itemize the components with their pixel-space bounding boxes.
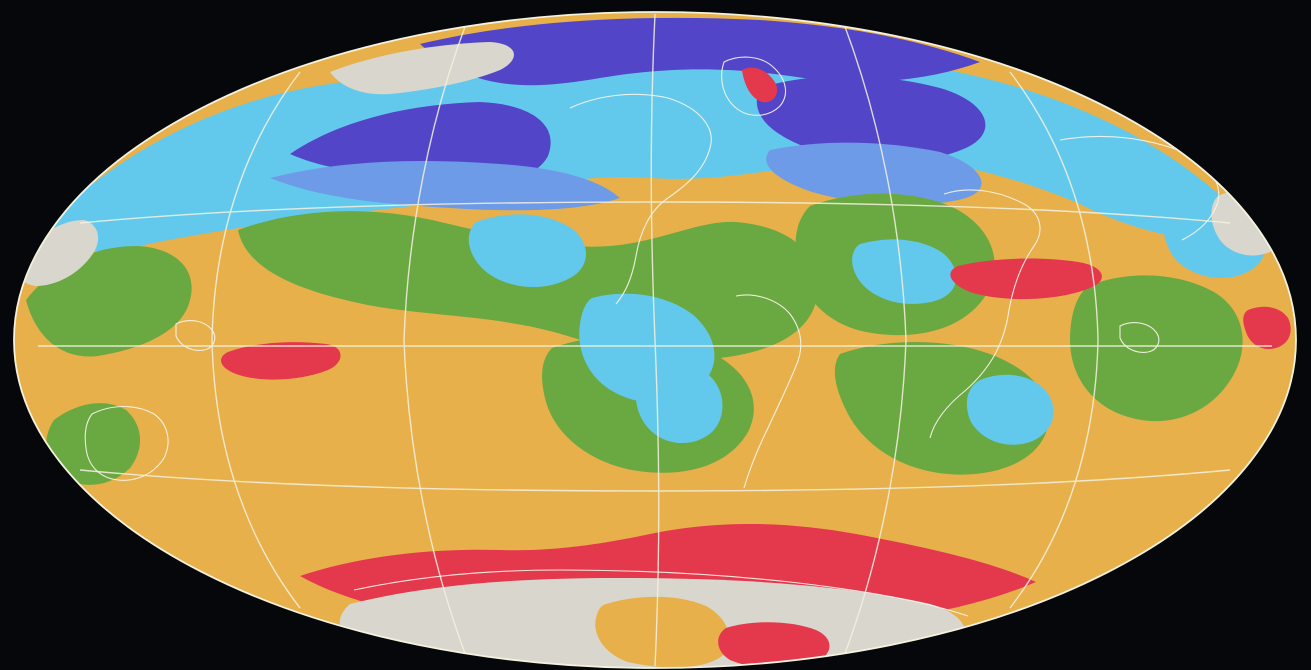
arctic-purple-cap: [420, 17, 980, 86]
coastline-australia: [84, 406, 169, 481]
light-gray-northwest-rim: [17, 220, 99, 286]
graticule-lines: [38, 13, 1272, 667]
coastline-south-america: [735, 294, 802, 489]
cyan-southeast-pocket: [966, 374, 1054, 445]
north-atlantic-purple: [290, 102, 551, 184]
north-light-blue-band-east: [766, 142, 982, 206]
arctic-light-gray-cap: [330, 42, 514, 95]
red-right-edge-patch: [1243, 306, 1291, 350]
red-equatorial-patch-west: [221, 342, 341, 380]
coastline-island-chain-mid: [1119, 322, 1160, 353]
red-equatorial-patch-east: [950, 258, 1102, 300]
coastline-north-america: [569, 93, 712, 305]
cyan-east-pocket: [852, 239, 957, 304]
north-pacific-purple: [756, 76, 986, 162]
graticule-line-lon-3: [843, 23, 907, 657]
green-east-pacific-zone: [1070, 275, 1243, 422]
green-southwest-zone: [46, 403, 141, 485]
graticule-line-lat-3: [79, 469, 1231, 492]
globe-outline: [13, 11, 1297, 669]
coastline-greenland: [721, 56, 787, 116]
cyan-atlantic-pocket: [468, 214, 586, 288]
coastline-antarctica: [353, 569, 969, 617]
graticule-line-lat-2: [79, 201, 1231, 224]
southern-red-inner-patch: [718, 622, 830, 668]
coastline-island-chain-west: [175, 320, 216, 351]
southern-orange-peninsula: [595, 596, 729, 668]
graticule-line-lon-2: [403, 23, 467, 657]
greenland-red-patch: [742, 67, 778, 103]
graticule-line-lon-1: [650, 13, 660, 667]
north-light-blue-band: [270, 160, 620, 211]
map-globe: [14, 12, 1296, 668]
coastlines: [84, 56, 1220, 617]
coastline-europe-africa: [929, 189, 1041, 439]
graticule-line-lon-5: [1009, 71, 1099, 609]
graticule-line-lon-4: [211, 71, 301, 609]
